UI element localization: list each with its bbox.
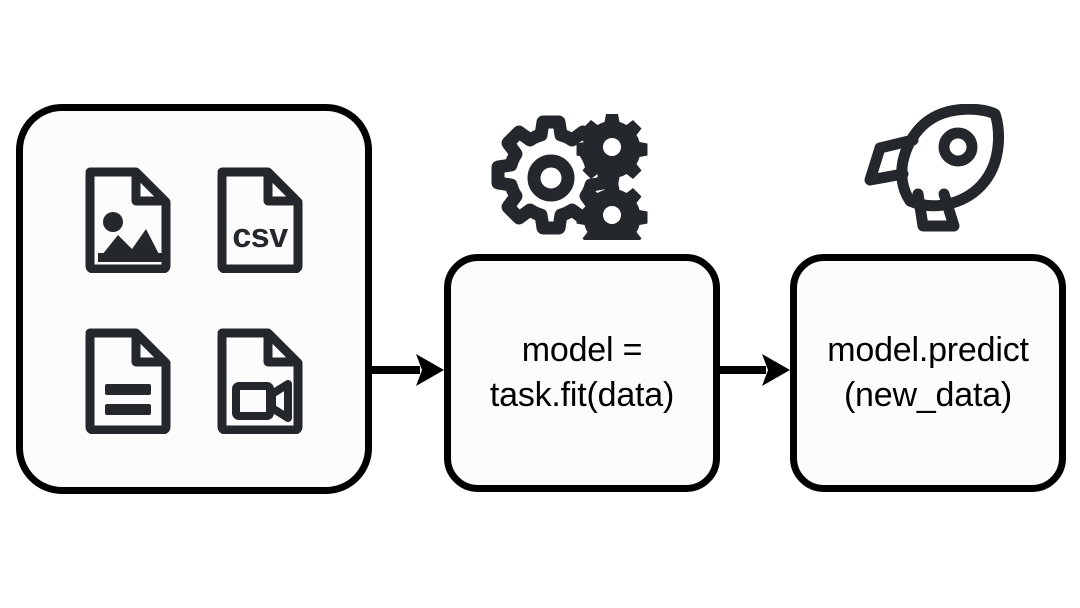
model-fit-label: model = task.fit(data) <box>489 331 675 414</box>
model-fit-box[interactable]: model = task.fit(data) <box>444 254 720 492</box>
arrow-fit-to-predict <box>718 348 792 392</box>
arrow-input-to-fit <box>372 348 446 392</box>
model-predict-label: model.predict (new_data) <box>827 331 1029 414</box>
rocket-icon <box>858 103 1010 232</box>
input-data-box[interactable] <box>16 104 372 494</box>
model-predict-box[interactable]: model.predict (new_data) <box>790 254 1066 492</box>
gears-icon <box>488 108 656 253</box>
